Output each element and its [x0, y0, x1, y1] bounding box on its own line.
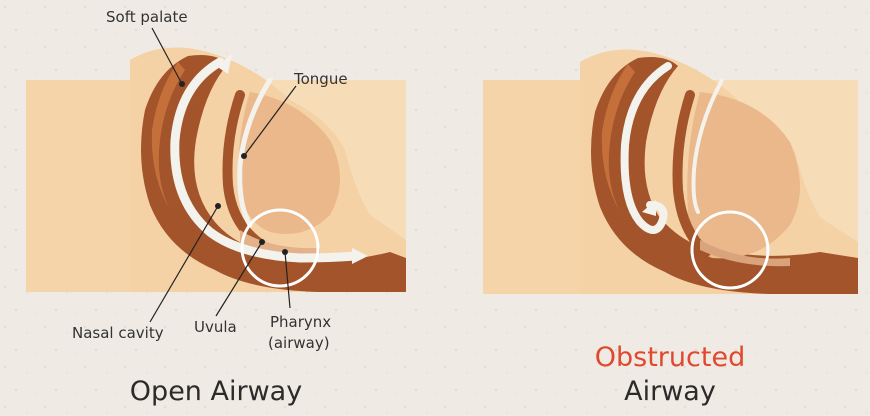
soft-palate-dot [179, 81, 185, 87]
nasal-cavity-dot [215, 203, 221, 209]
label-uvula: Uvula [194, 318, 237, 337]
pharynx-dot [282, 249, 288, 255]
label-pharynx-airway: (airway) [268, 334, 330, 353]
label-nasal-cavity: Nasal cavity [72, 324, 164, 343]
caption-open-airway: Open Airway [116, 376, 316, 407]
label-tongue: Tongue [294, 70, 348, 89]
uvula-dot [259, 239, 265, 245]
open-panel-side-shade [26, 80, 136, 292]
label-soft-palate: Soft palate [106, 8, 188, 27]
label-pharynx: Pharynx [270, 313, 331, 332]
caption-airway: Airway [570, 376, 770, 407]
obstructed-panel-side-shade [483, 80, 588, 294]
obstructed-airway-illustration [483, 50, 858, 294]
tongue-dot [241, 153, 247, 159]
caption-obstructed: Obstructed [570, 342, 770, 373]
